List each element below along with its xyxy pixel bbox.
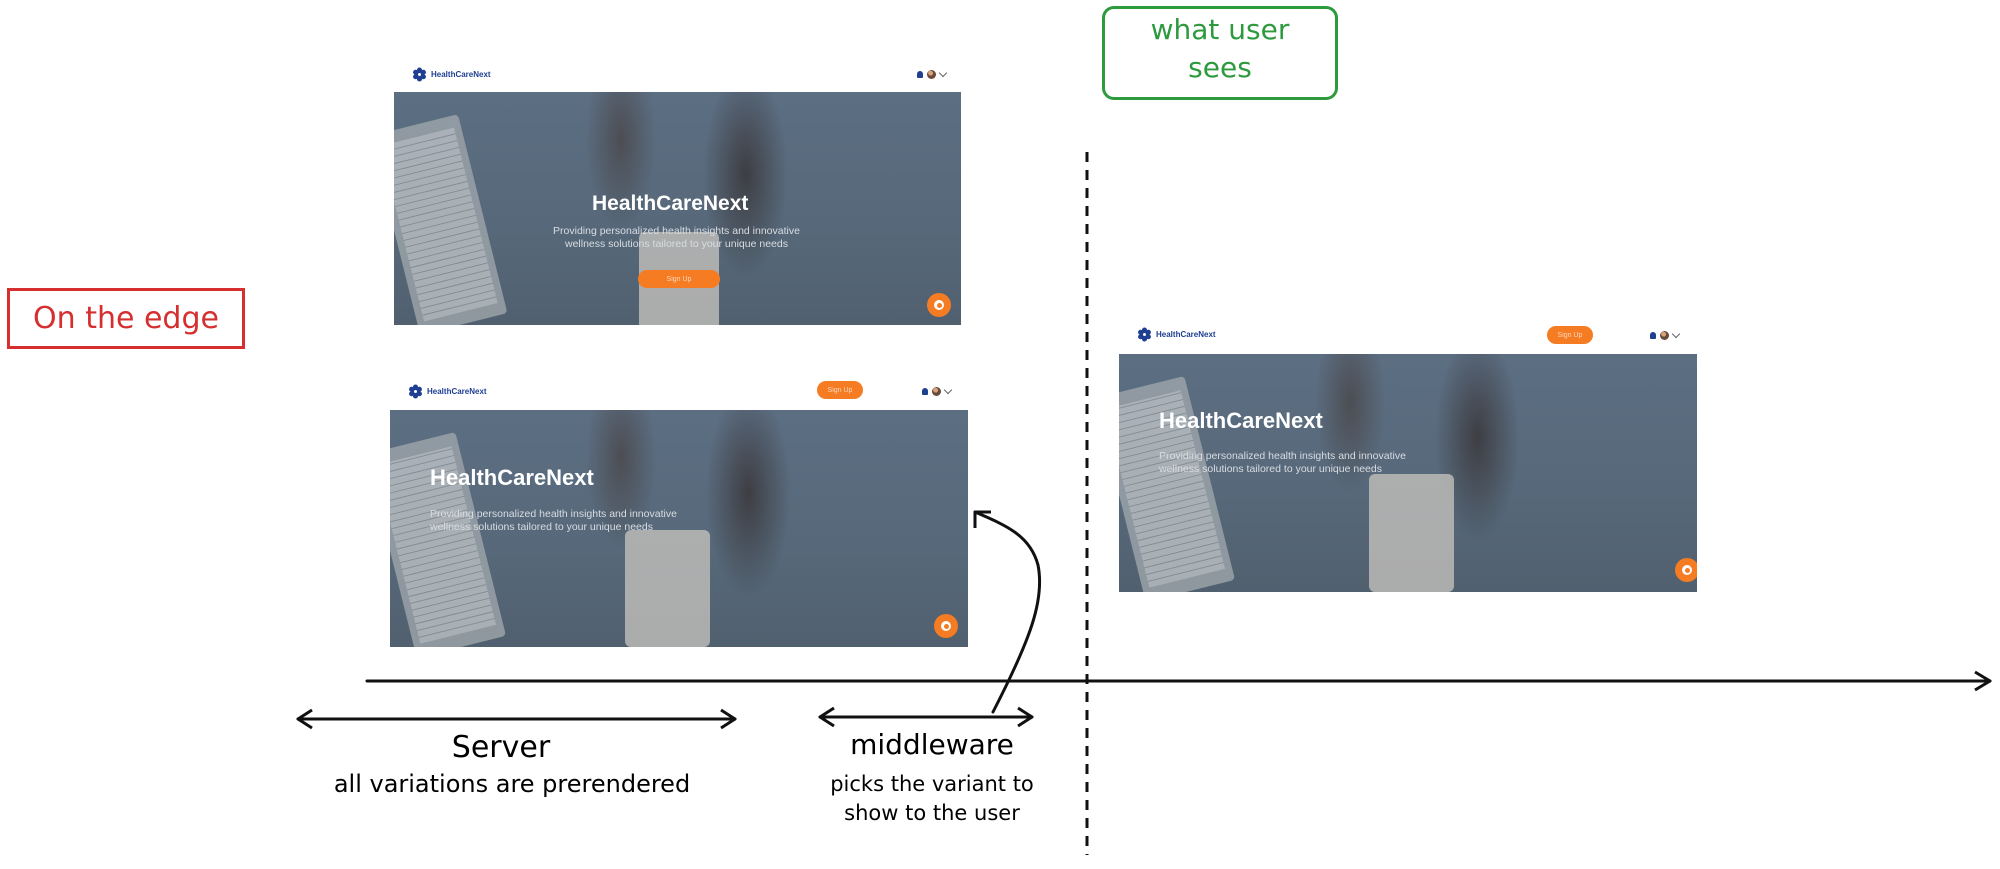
server-label: Server	[451, 730, 551, 765]
avatar[interactable]	[1660, 331, 1669, 340]
signup-button[interactable]: Sign Up	[1547, 326, 1593, 344]
hero-subtitle: Providing personalized health insights a…	[544, 225, 809, 250]
hero-subtitle-line1: Providing personalized health insights a…	[553, 225, 800, 237]
hero-subtitle-line1: Providing personalized health insights a…	[430, 508, 677, 520]
variant-screen-centered: HealthCareNext HealthCareNext Providing …	[394, 60, 961, 325]
chat-icon[interactable]	[1675, 558, 1697, 582]
bell-icon[interactable]	[1650, 332, 1656, 339]
hero-subtitle-line2: wellness solutions tailored to your uniq…	[565, 237, 788, 250]
brand-name: HealthCareNext	[427, 387, 487, 396]
signup-button[interactable]: Sign Up	[638, 270, 720, 288]
hero-title: HealthCareNext	[592, 192, 749, 215]
nav-user-area[interactable]	[1650, 329, 1681, 340]
on-the-edge-text: On the edge	[33, 301, 219, 336]
hero-banner: HealthCareNext Providing personalized he…	[394, 92, 961, 325]
middleware-sublabel-line1: picks the variant to	[830, 772, 1034, 796]
nav-user-area[interactable]	[922, 385, 953, 396]
what-user-sees-line1: what user	[1150, 13, 1290, 46]
navbar: HealthCareNext	[394, 60, 961, 92]
brand-logo[interactable]: HealthCareNext	[408, 384, 487, 399]
user-view-screen: HealthCareNext Sign Up HealthCareNext Pr…	[1119, 320, 1697, 592]
gear-logo-icon	[1138, 327, 1151, 342]
chevron-down-icon[interactable]	[943, 385, 953, 395]
server-sublabel: all variations are prerendered	[333, 770, 691, 798]
hero-title: HealthCareNext	[1159, 408, 1323, 433]
avatar[interactable]	[932, 387, 941, 396]
timeline-arrowhead	[1974, 670, 1992, 692]
avatar[interactable]	[927, 70, 936, 79]
brand-name: HealthCareNext	[1156, 330, 1216, 339]
bell-icon[interactable]	[922, 388, 928, 395]
variant-screen-left: HealthCareNext Sign Up HealthCareNext Pr…	[390, 377, 968, 647]
hero-title: HealthCareNext	[430, 465, 594, 490]
hero-subtitle: Providing personalized health insights a…	[430, 508, 700, 533]
bell-icon[interactable]	[917, 71, 923, 78]
hero-banner: HealthCareNext Providing personalized he…	[390, 410, 968, 647]
navbar: HealthCareNext Sign Up	[390, 377, 968, 410]
chat-icon[interactable]	[934, 614, 958, 638]
gear-logo-icon	[413, 67, 426, 82]
chat-icon[interactable]	[927, 293, 951, 317]
brand-logo[interactable]: HealthCareNext	[412, 67, 491, 82]
brand-name: HealthCareNext	[431, 70, 491, 79]
nav-user-area[interactable]	[917, 68, 948, 79]
navbar: HealthCareNext Sign Up	[1119, 320, 1697, 354]
middleware-label: middleware	[850, 728, 1014, 761]
signup-button[interactable]: Sign Up	[817, 381, 863, 399]
chevron-down-icon[interactable]	[1671, 329, 1681, 339]
on-the-edge-label: On the edge	[7, 288, 245, 349]
clipboard-image	[394, 114, 508, 325]
what-user-sees-label: what user sees	[1102, 6, 1338, 100]
cuff-image	[1369, 474, 1454, 592]
gear-logo-icon	[409, 384, 422, 399]
hero-subtitle-line2: wellness solutions tailored to your uniq…	[430, 520, 653, 533]
chevron-down-icon[interactable]	[938, 68, 948, 78]
hero-subtitle-line1: Providing personalized health insights a…	[1159, 450, 1406, 462]
middleware-sublabel-line2: show to the user	[844, 801, 1020, 825]
hero-subtitle: Providing personalized health insights a…	[1159, 450, 1429, 475]
hero-banner: HealthCareNext Providing personalized he…	[1119, 354, 1697, 592]
what-user-sees-line2: sees	[1188, 51, 1252, 84]
pick-variant-arrow	[973, 510, 1042, 714]
cuff-image	[625, 530, 710, 647]
brand-logo[interactable]: HealthCareNext	[1137, 327, 1216, 342]
hero-subtitle-line2: wellness solutions tailored to your uniq…	[1159, 462, 1382, 475]
